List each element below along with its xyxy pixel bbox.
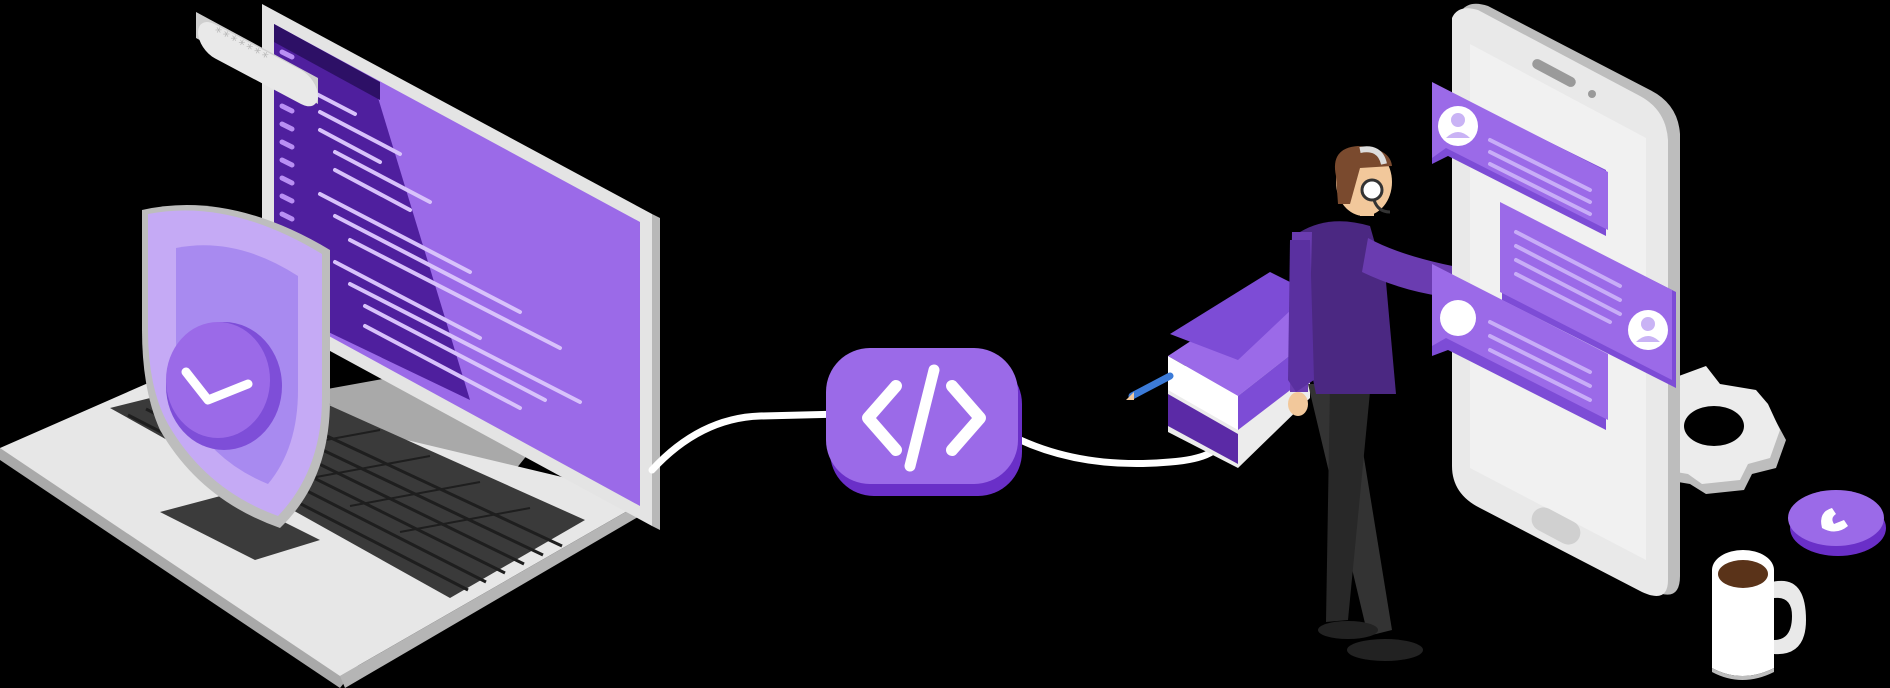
chat-bubble (1432, 264, 1608, 430)
coffee-mug-icon (1712, 550, 1806, 680)
gear-icon (1664, 366, 1786, 494)
chat-bubble (1432, 82, 1608, 236)
laptop: ******* (0, 4, 660, 688)
person (1288, 146, 1534, 661)
phone-icon (1788, 490, 1886, 556)
trackpad (160, 494, 320, 560)
code-brackets-icon (826, 348, 1022, 496)
chat-bubble (1500, 202, 1676, 388)
shield-check-icon (142, 205, 330, 528)
user-avatar-icon (1440, 300, 1476, 336)
